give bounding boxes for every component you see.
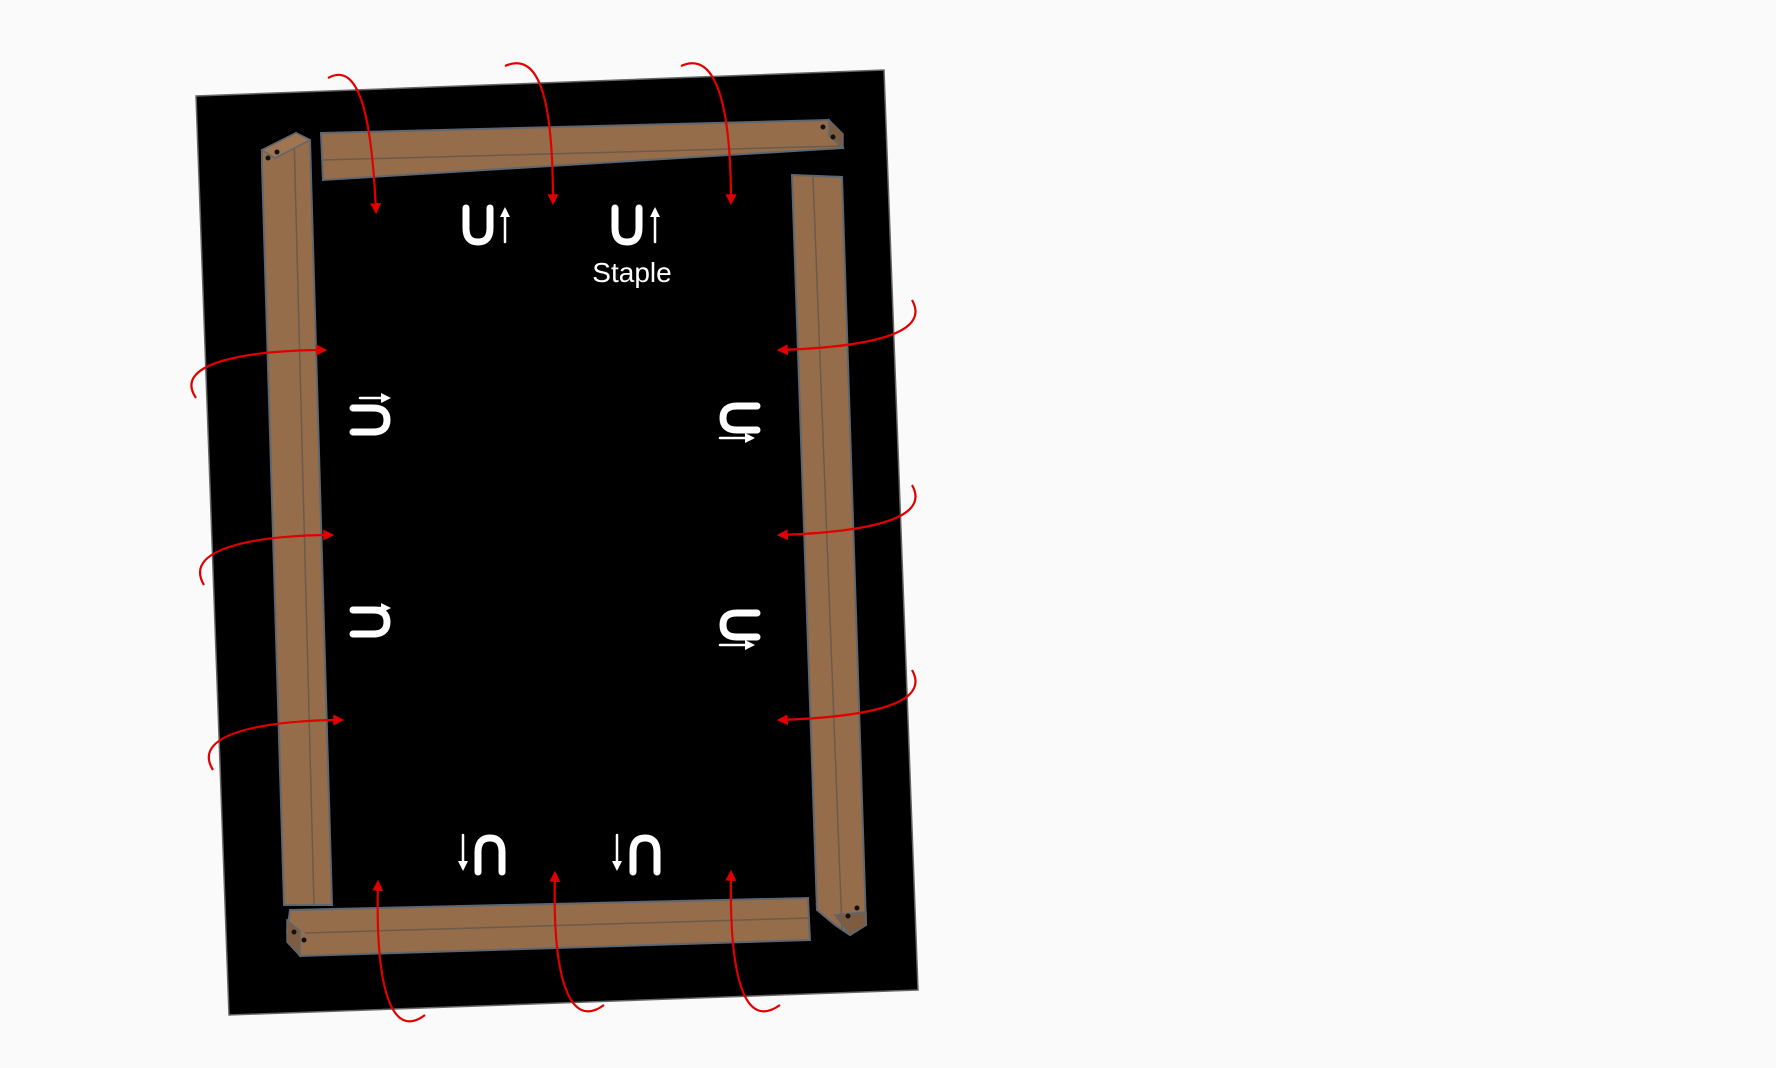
right-wood-bar: [790, 173, 868, 937]
staple-symbols: [349, 204, 761, 876]
curved-arrow-icon: [776, 484, 917, 541]
staple-icon: [474, 834, 506, 876]
staple-icon: [611, 204, 643, 246]
staple-icon: [629, 834, 661, 876]
staple-icon: [349, 404, 391, 436]
curved-arrow-icon: [725, 869, 781, 1013]
left-wood-bar: [260, 131, 334, 906]
curved-arrow-icon: [190, 344, 328, 399]
staple-icon: [719, 609, 761, 641]
placement-arrows: [190, 62, 917, 1023]
curved-arrow-icon: [504, 62, 559, 206]
backing-sheet: [195, 69, 919, 1016]
curved-arrow-icon: [199, 529, 335, 586]
staple-icon: [719, 402, 761, 434]
staple-icon: [462, 204, 494, 246]
curved-arrow-icon: [680, 62, 737, 206]
bottom-wood-bar: [285, 896, 812, 958]
curved-arrow-icon: [549, 870, 605, 1013]
curved-arrow-icon: [372, 879, 426, 1023]
staple-label: Staple: [592, 257, 671, 288]
curved-arrow-icon: [776, 669, 917, 726]
staple-icon: [349, 606, 391, 638]
curved-arrow-icon: [327, 73, 382, 215]
top-wood-bar: [319, 118, 845, 182]
curved-arrow-icon: [776, 299, 917, 356]
curved-arrow-icon: [207, 714, 345, 771]
